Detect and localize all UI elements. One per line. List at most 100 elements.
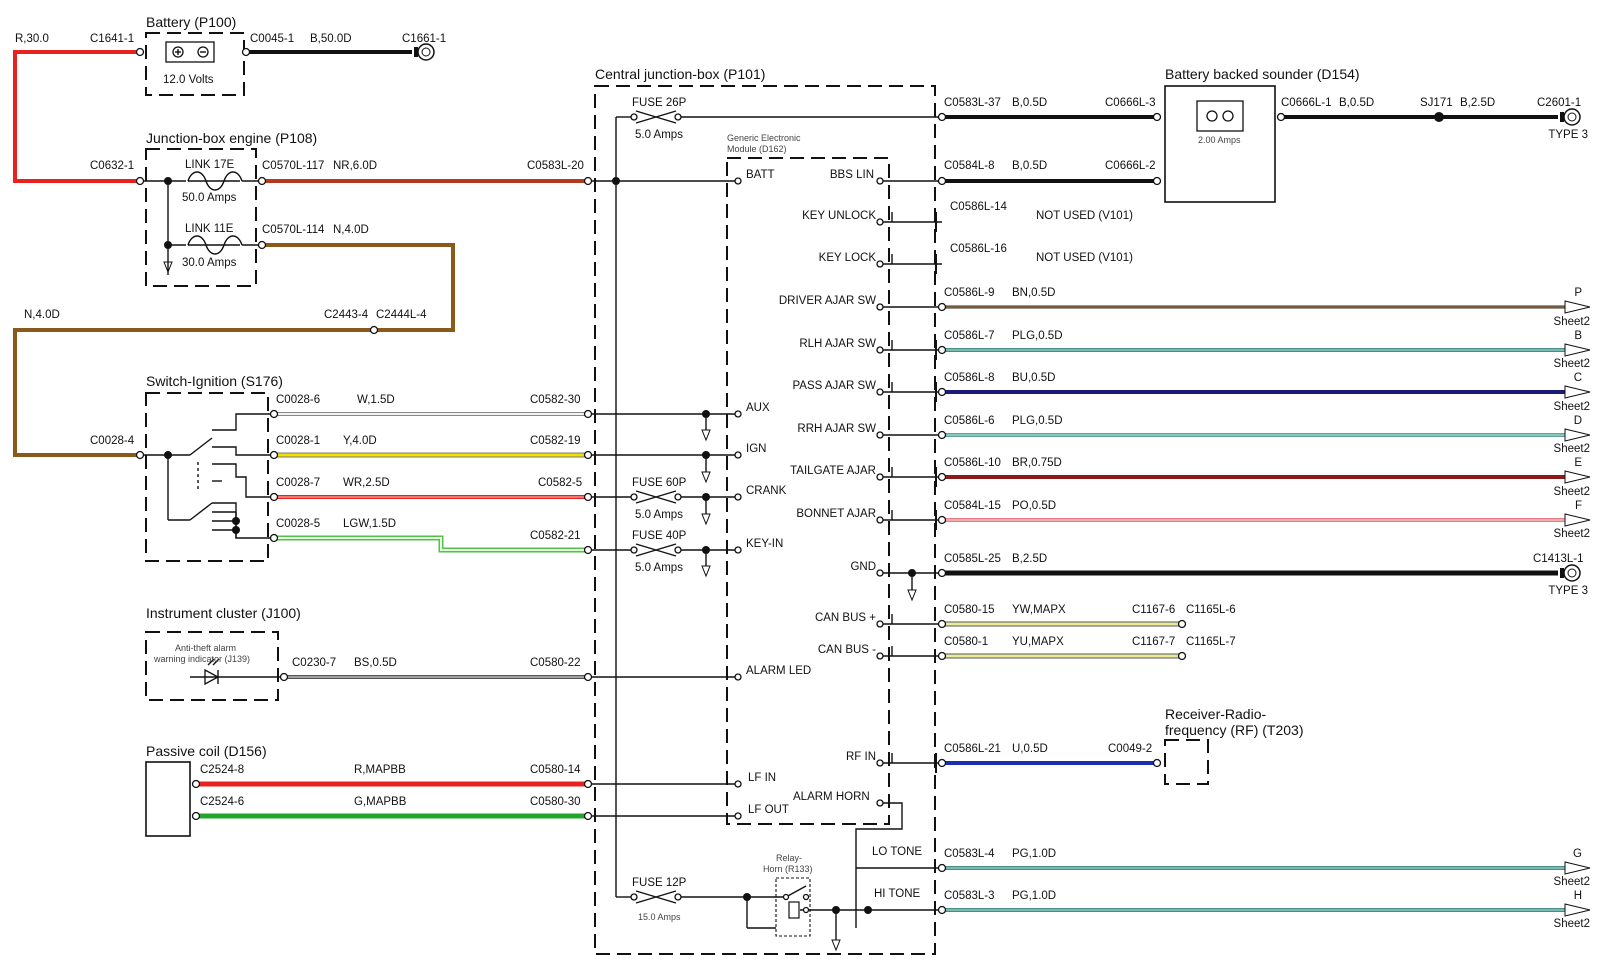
sheet-ref-b: B xyxy=(1574,330,1582,342)
conn-c1641-1: C1641-1 xyxy=(90,33,134,45)
sheet-label-c: Sheet2 xyxy=(1554,401,1590,413)
sheet-ref-h: H xyxy=(1574,890,1582,902)
conn-c0230-7: C0230-7 xyxy=(292,657,336,669)
pin-aux: AUX xyxy=(746,402,770,414)
wire-label-pg10a: PG,1.0D xyxy=(1012,848,1056,860)
jbe-box xyxy=(145,148,257,287)
note-not-used-2: NOT USED (V101) xyxy=(1036,252,1133,264)
pin-alarm-horn: ALARM HORN xyxy=(793,791,870,803)
conn-c0586l-7: C0586L-7 xyxy=(944,330,995,342)
sheet-ref-g: G xyxy=(1573,848,1582,860)
battery-cell xyxy=(165,41,215,63)
fuse-12p-icon xyxy=(635,890,677,904)
wire-label-n4b: N,4.0D xyxy=(24,309,60,321)
pin-key-unlock: KEY UNLOCK xyxy=(802,210,876,222)
pin-can-plus: CAN BUS + xyxy=(815,612,876,624)
conn-c0583l-37: C0583L-37 xyxy=(944,97,1001,109)
pin-hi-tone: HI TONE xyxy=(874,888,921,900)
gem-box xyxy=(726,157,890,825)
pin-gnd: GND xyxy=(850,561,876,573)
sounder-inner xyxy=(1196,100,1244,132)
wire-label-u05: U,0.5D xyxy=(1012,743,1048,755)
type3-label-b: TYPE 3 xyxy=(1548,585,1588,597)
sheet-label-e: Sheet2 xyxy=(1554,486,1590,498)
pin-bbs-lin: BBS LIN xyxy=(830,169,874,181)
battery-voltage: 12.0 Volts xyxy=(163,74,214,86)
battery-title: Battery (P100) xyxy=(146,14,236,30)
conn-c0028-4: C0028-4 xyxy=(90,435,135,447)
conn-c2601-1: C2601-1 xyxy=(1537,97,1581,109)
pin-driver-ajar: DRIVER AJAR SW xyxy=(779,295,876,307)
pin-key-lock: KEY LOCK xyxy=(819,252,877,264)
wire-label-bs05: BS,0.5D xyxy=(354,657,397,669)
sounder-box xyxy=(1164,85,1276,203)
conn-c0580-1: C0580-1 xyxy=(944,636,988,648)
sounder-amps: 2.00 Amps xyxy=(1198,135,1241,145)
wire-label-b05b: B,0.5D xyxy=(1012,160,1047,172)
sheet-ref-p: P xyxy=(1574,287,1582,299)
wire-label-bu05: BU,0.5D xyxy=(1012,372,1055,384)
wire-label-rmapbb: R,MAPBB xyxy=(354,764,406,776)
conn-c0586l-10: C0586L-10 xyxy=(944,457,1001,469)
wire-label-br075: BR,0.75D xyxy=(1012,457,1062,469)
conn-c0586l-9: C0586L-9 xyxy=(944,287,995,299)
rf-title-2: frequency (RF) (T203) xyxy=(1165,722,1303,738)
wire-label-b50: B,50.0D xyxy=(310,33,352,45)
fuse-60p-amps: 5.0 Amps xyxy=(635,509,683,521)
conn-c0586l-6: C0586L-6 xyxy=(944,415,995,427)
pin-lf-in: LF IN xyxy=(748,772,776,784)
fuse-26p-label: FUSE 26P xyxy=(632,97,687,109)
conn-c0583l-20: C0583L-20 xyxy=(527,160,584,172)
conn-sj171: SJ171 xyxy=(1420,97,1453,109)
pin-bonnet-ajar: BONNET AJAR xyxy=(796,508,876,520)
conn-c0582-5: C0582-5 xyxy=(538,477,582,489)
pin-can-minus: CAN BUS - xyxy=(818,644,876,656)
conn-c0028-5: C0028-5 xyxy=(276,518,320,530)
conn-c2524-6: C2524-6 xyxy=(200,796,244,808)
pin-lo-tone: LO TONE xyxy=(872,846,922,858)
rf-title-1: Receiver-Radio- xyxy=(1165,706,1266,722)
fuse-60p-label: FUSE 60P xyxy=(632,477,687,489)
conn-c0586l-8: C0586L-8 xyxy=(944,372,995,384)
wire-label-nr6: NR,6.0D xyxy=(333,160,377,172)
conn-c0028-6: C0028-6 xyxy=(276,394,320,406)
pin-pass-ajar: PASS AJAR SW xyxy=(792,380,876,392)
ignition-title: Switch-Ignition (S176) xyxy=(146,373,283,389)
pin-lf-out: LF OUT xyxy=(748,804,789,816)
alarm-led-icon xyxy=(204,658,220,686)
led-label-2: warning indicator (J139) xyxy=(153,654,250,664)
wire-terminals xyxy=(135,47,1286,915)
cjb-title: Central junction-box (P101) xyxy=(595,66,765,82)
conn-c0632-1: C0632-1 xyxy=(90,160,134,172)
type3-label-a: TYPE 3 xyxy=(1548,129,1588,141)
pin-rf-in: RF IN xyxy=(846,751,876,763)
gem-title-2: Module (D162) xyxy=(727,144,787,154)
wire-label-n4a: N,4.0D xyxy=(333,224,369,236)
sounder-terminal-b xyxy=(1222,110,1234,122)
conn-c2443-4: C2443-4 xyxy=(324,309,369,321)
conn-c0666l-3: C0666L-3 xyxy=(1105,97,1156,109)
coil-title: Passive coil (D156) xyxy=(146,743,267,759)
fuse-symbols xyxy=(187,110,682,904)
pin-alarm-led: ALARM LED xyxy=(746,665,811,677)
passive-coil-box xyxy=(145,761,191,837)
pin-ign: IGN xyxy=(746,443,766,455)
pin-rrh-ajar: RRH AJAR SW xyxy=(797,423,876,435)
fuse-12p-amps: 15.0 Amps xyxy=(638,912,681,922)
pin-rlh-ajar: RLH AJAR SW xyxy=(799,338,876,350)
fuse-40p-amps: 5.0 Amps xyxy=(635,562,683,574)
link-17e-label: LINK 17E xyxy=(185,159,235,171)
wire-label-b05a: B,0.5D xyxy=(1012,97,1047,109)
wire-label-b25a: B,2.5D xyxy=(1460,97,1495,109)
link-17e-amps: 50.0 Amps xyxy=(182,192,237,204)
ignition-switch-box xyxy=(145,392,269,562)
pin-tailgate-ajar: TAILGATE AJAR xyxy=(790,465,876,477)
wire-label-plg05b: PLG,0.5D xyxy=(1012,415,1063,427)
junction-dots xyxy=(164,112,1444,914)
conn-c0582-21: C0582-21 xyxy=(530,530,581,542)
sheet-label-p: Sheet2 xyxy=(1554,316,1590,328)
wire-label-pg10b: PG,1.0D xyxy=(1012,890,1056,902)
conn-c0582-19: C0582-19 xyxy=(530,435,581,447)
conn-c0583l-3: C0583L-3 xyxy=(944,890,995,902)
